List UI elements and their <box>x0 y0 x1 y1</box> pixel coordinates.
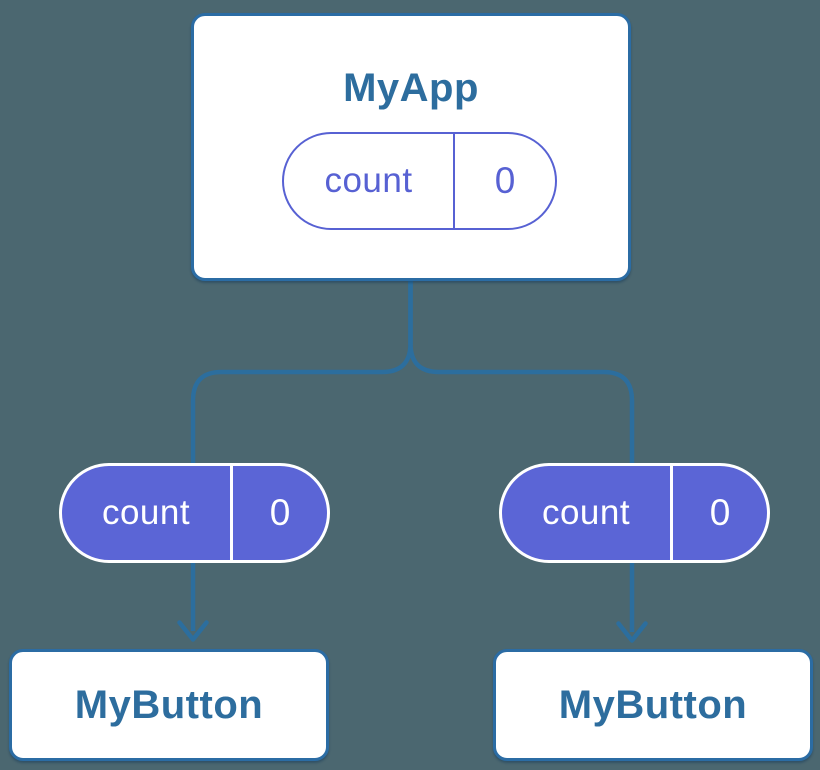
root-state-pill: count 0 <box>282 132 557 230</box>
left-child-title: MyButton <box>74 682 264 727</box>
edge-root-to-left-child <box>190 279 413 631</box>
root-state-key: count <box>284 134 455 228</box>
left-prop-key: count <box>62 466 233 560</box>
edge-root-to-right-child <box>408 279 635 632</box>
right-prop-key: count <box>502 466 673 560</box>
left-child-node: MyButton <box>9 649 329 761</box>
root-component-node: MyApp count 0 <box>191 13 631 281</box>
right-child-title: MyButton <box>558 682 748 727</box>
right-arrowhead-icon <box>616 621 648 643</box>
right-prop-value: 0 <box>709 492 731 533</box>
root-state-value: 0 <box>494 160 516 201</box>
left-prop-pill: count 0 <box>59 463 330 563</box>
right-child-node: MyButton <box>493 649 813 761</box>
left-prop-value: 0 <box>269 492 291 533</box>
left-arrowhead-icon <box>177 620 209 642</box>
root-component-title: MyApp <box>343 66 479 110</box>
right-prop-pill: count 0 <box>499 463 770 563</box>
